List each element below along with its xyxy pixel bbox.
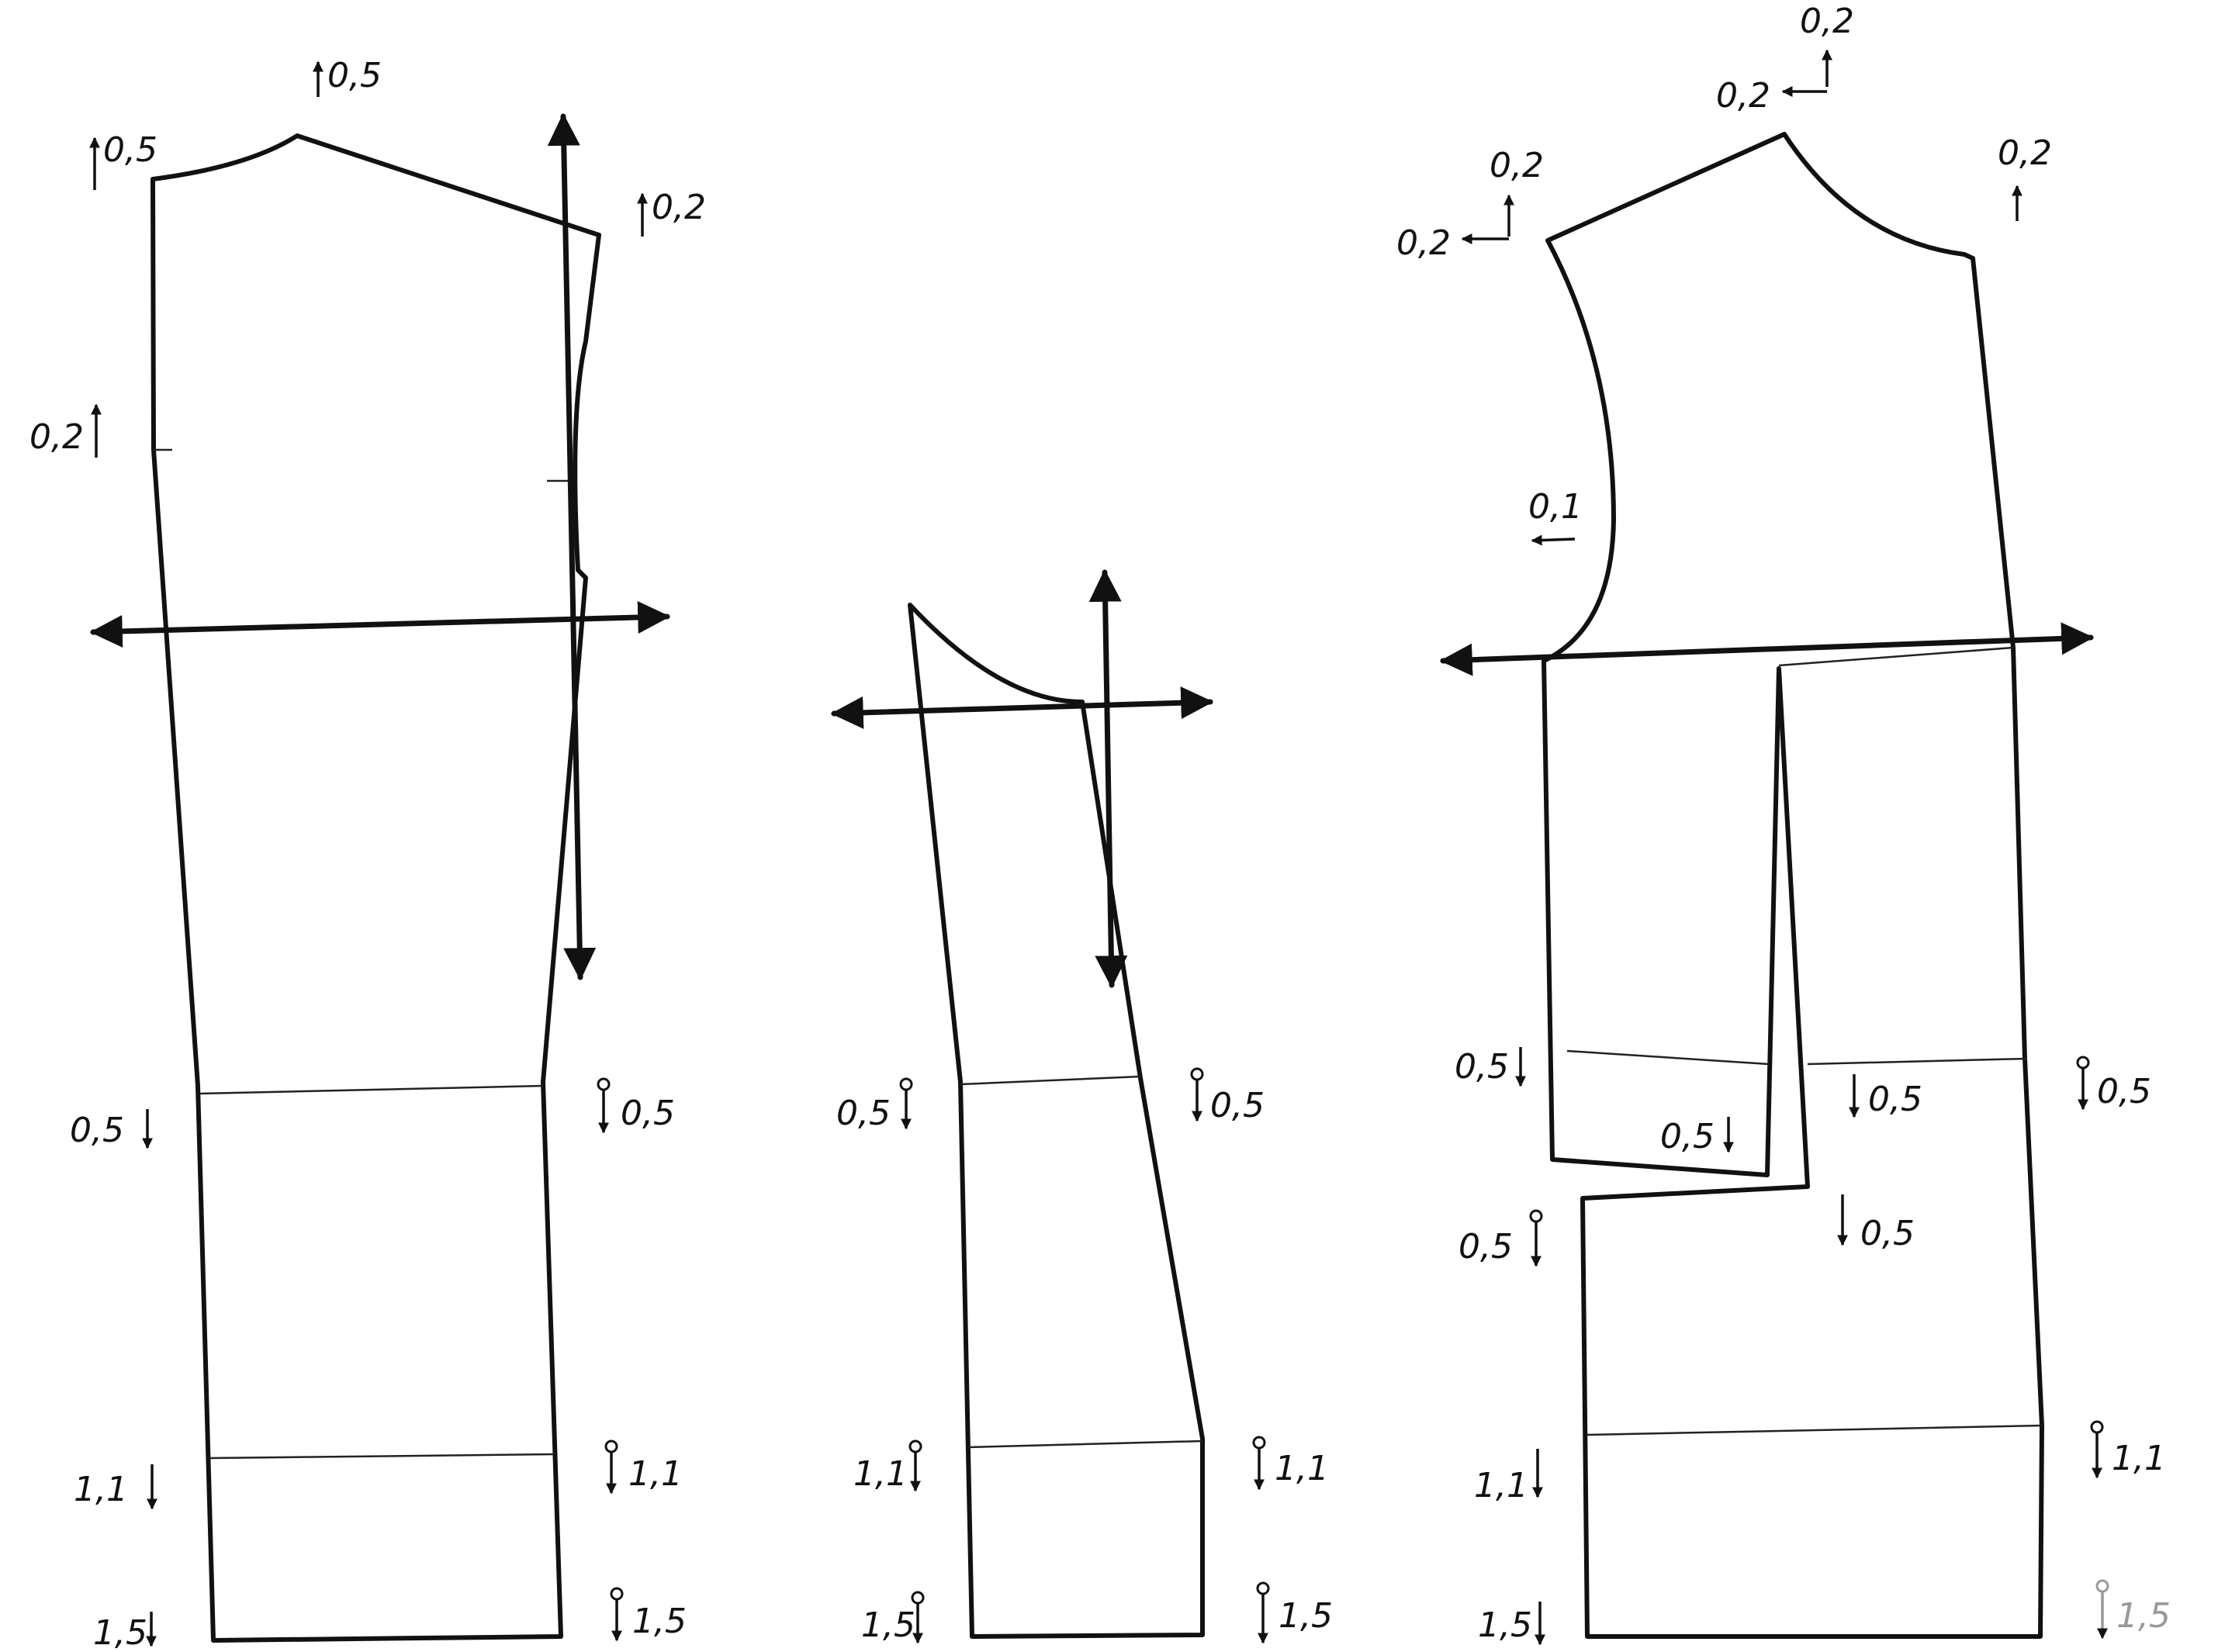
front-grade-hip-left: 1,1: [1474, 1449, 1543, 1505]
grade-label: 0,2: [1800, 2, 1854, 41]
front-waist-line-right: [1807, 1057, 2027, 1066]
grade-label: 0,2: [1396, 223, 1451, 263]
front-piece: 0,2 0,2 0,2 0,2 0,2 0,1 0,5 0,5: [1396, 2, 2171, 1646]
grade-label: 0,5: [1868, 1080, 1922, 1119]
back-grade-hip-right: 1,1: [604, 1439, 683, 1495]
grade-label: 0,5: [836, 1094, 891, 1133]
grade-label: 1,5: [1478, 1605, 1532, 1645]
front-grade-armhole: 0,1: [1528, 487, 1583, 546]
back-hip-line: [209, 1453, 555, 1460]
side-hip-line: [967, 1439, 1203, 1449]
front-grade-hip-right: 1,1: [2090, 1420, 2166, 1479]
front-grade-dart-right: 0,5: [1849, 1074, 1922, 1119]
front-grade-shoulder-up: 0,2: [1490, 146, 1544, 237]
back-grade-left-side: 0,2: [29, 403, 102, 458]
grade-label: 1,5: [861, 1605, 915, 1645]
grade-label: 0,1: [1528, 487, 1583, 527]
front-grade-hem-left: 1,5: [1478, 1602, 1545, 1646]
side-grade-waist-right: 0,5: [1190, 1067, 1265, 1125]
front-grade-neck-top: 0,2: [1800, 2, 1854, 87]
back-grade-hip-left: 1,1: [74, 1464, 157, 1510]
grade-label: 1,5: [2116, 1596, 2171, 1636]
side-waist-line: [960, 1075, 1141, 1086]
front-dart-top: [1778, 646, 2014, 667]
grade-label: 0,2: [1490, 146, 1544, 185]
back-vertical-axis: [547, 112, 597, 981]
side-grade-hem-left: 1,5: [861, 1591, 925, 1645]
grade-label: 0,5: [327, 56, 382, 95]
front-hip-line: [1587, 1424, 2043, 1436]
back-grade-top-center: 0,5: [313, 56, 382, 97]
grade-label: 1,1: [853, 1454, 908, 1494]
grade-label: 0,5: [70, 1111, 124, 1150]
back-grade-waist-right: 0,5: [597, 1077, 675, 1134]
grade-label: 1,1: [1474, 1466, 1528, 1505]
grade-label: 1,1: [1275, 1449, 1329, 1488]
back-grade-hem-left: 1,5: [93, 1612, 157, 1652]
grade-label: 0,5: [621, 1094, 675, 1133]
back-piece: 0,5 0,5 0,2 0,2 0,5 0,5 1,1: [29, 56, 706, 1652]
side-grade-hem-right: 1,5: [1256, 1581, 1333, 1644]
front-grade-hem-right: 1,5: [2095, 1579, 2171, 1640]
front-grade-waist-left: 0,5: [1455, 1047, 1526, 1087]
front-grade-waist-right: 0,5: [2076, 1056, 2151, 1111]
front-grade-right-top: 0,2: [1998, 133, 2052, 221]
grade-label: 0,2: [1998, 133, 2052, 173]
grade-label: 1,1: [2112, 1439, 2166, 1478]
back-grade-shoulder-right: 0,2: [637, 188, 706, 237]
side-piece-outline: [908, 603, 1205, 1639]
grade-label: 0,5: [103, 130, 157, 170]
grade-label: 1,5: [632, 1602, 687, 1641]
grade-label: 0,2: [29, 417, 84, 457]
front-grade-neck-left: 0,2: [1716, 76, 1827, 116]
back-grade-hem-right: 1,5: [610, 1587, 687, 1642]
side-grade-waist-left: 0,5: [836, 1077, 913, 1133]
grade-label: 1,1: [74, 1470, 128, 1509]
back-grade-waist-left: 0,5: [70, 1109, 153, 1150]
grade-label: 0,5: [1210, 1086, 1265, 1125]
back-waist-line: [199, 1084, 544, 1095]
grade-label: 0,5: [1458, 1227, 1513, 1267]
back-grade-top-left: 0,5: [89, 130, 157, 190]
front-piece-outline: [1542, 132, 2044, 1639]
front-horizontal-axis: [1439, 622, 2095, 676]
side-grade-hip-left: 1,1: [853, 1439, 922, 1494]
grade-label: 0,5: [1660, 1117, 1715, 1156]
grade-label: 0,5: [1455, 1047, 1509, 1087]
grade-label: 1,5: [93, 1613, 147, 1652]
grade-label: 0,2: [1716, 76, 1770, 116]
front-grade-pocket-right: 0,5: [1837, 1194, 1915, 1253]
grade-label: 0,5: [1860, 1214, 1915, 1253]
side-piece: 0,5 0,5 1,1 1,1 1,5 1,5: [830, 569, 1333, 1645]
front-grade-shoulder-left: 0,2: [1396, 223, 1509, 263]
side-grade-hip-right: 1,1: [1252, 1436, 1329, 1491]
side-horizontal-axis: [830, 686, 1214, 729]
side-vertical-axis: [1088, 569, 1128, 989]
front-grade-pocket-left: 0,5: [1458, 1209, 1543, 1267]
grade-label: 0,5: [2097, 1072, 2151, 1111]
grade-label: 0,2: [652, 188, 706, 227]
front-grade-dart-left: 0,5: [1660, 1117, 1734, 1156]
grade-label: 1,5: [1279, 1596, 1333, 1636]
grade-label: 1,1: [628, 1454, 683, 1494]
back-piece-outline: [151, 133, 601, 1643]
front-waist-line-left: [1566, 1049, 1770, 1066]
